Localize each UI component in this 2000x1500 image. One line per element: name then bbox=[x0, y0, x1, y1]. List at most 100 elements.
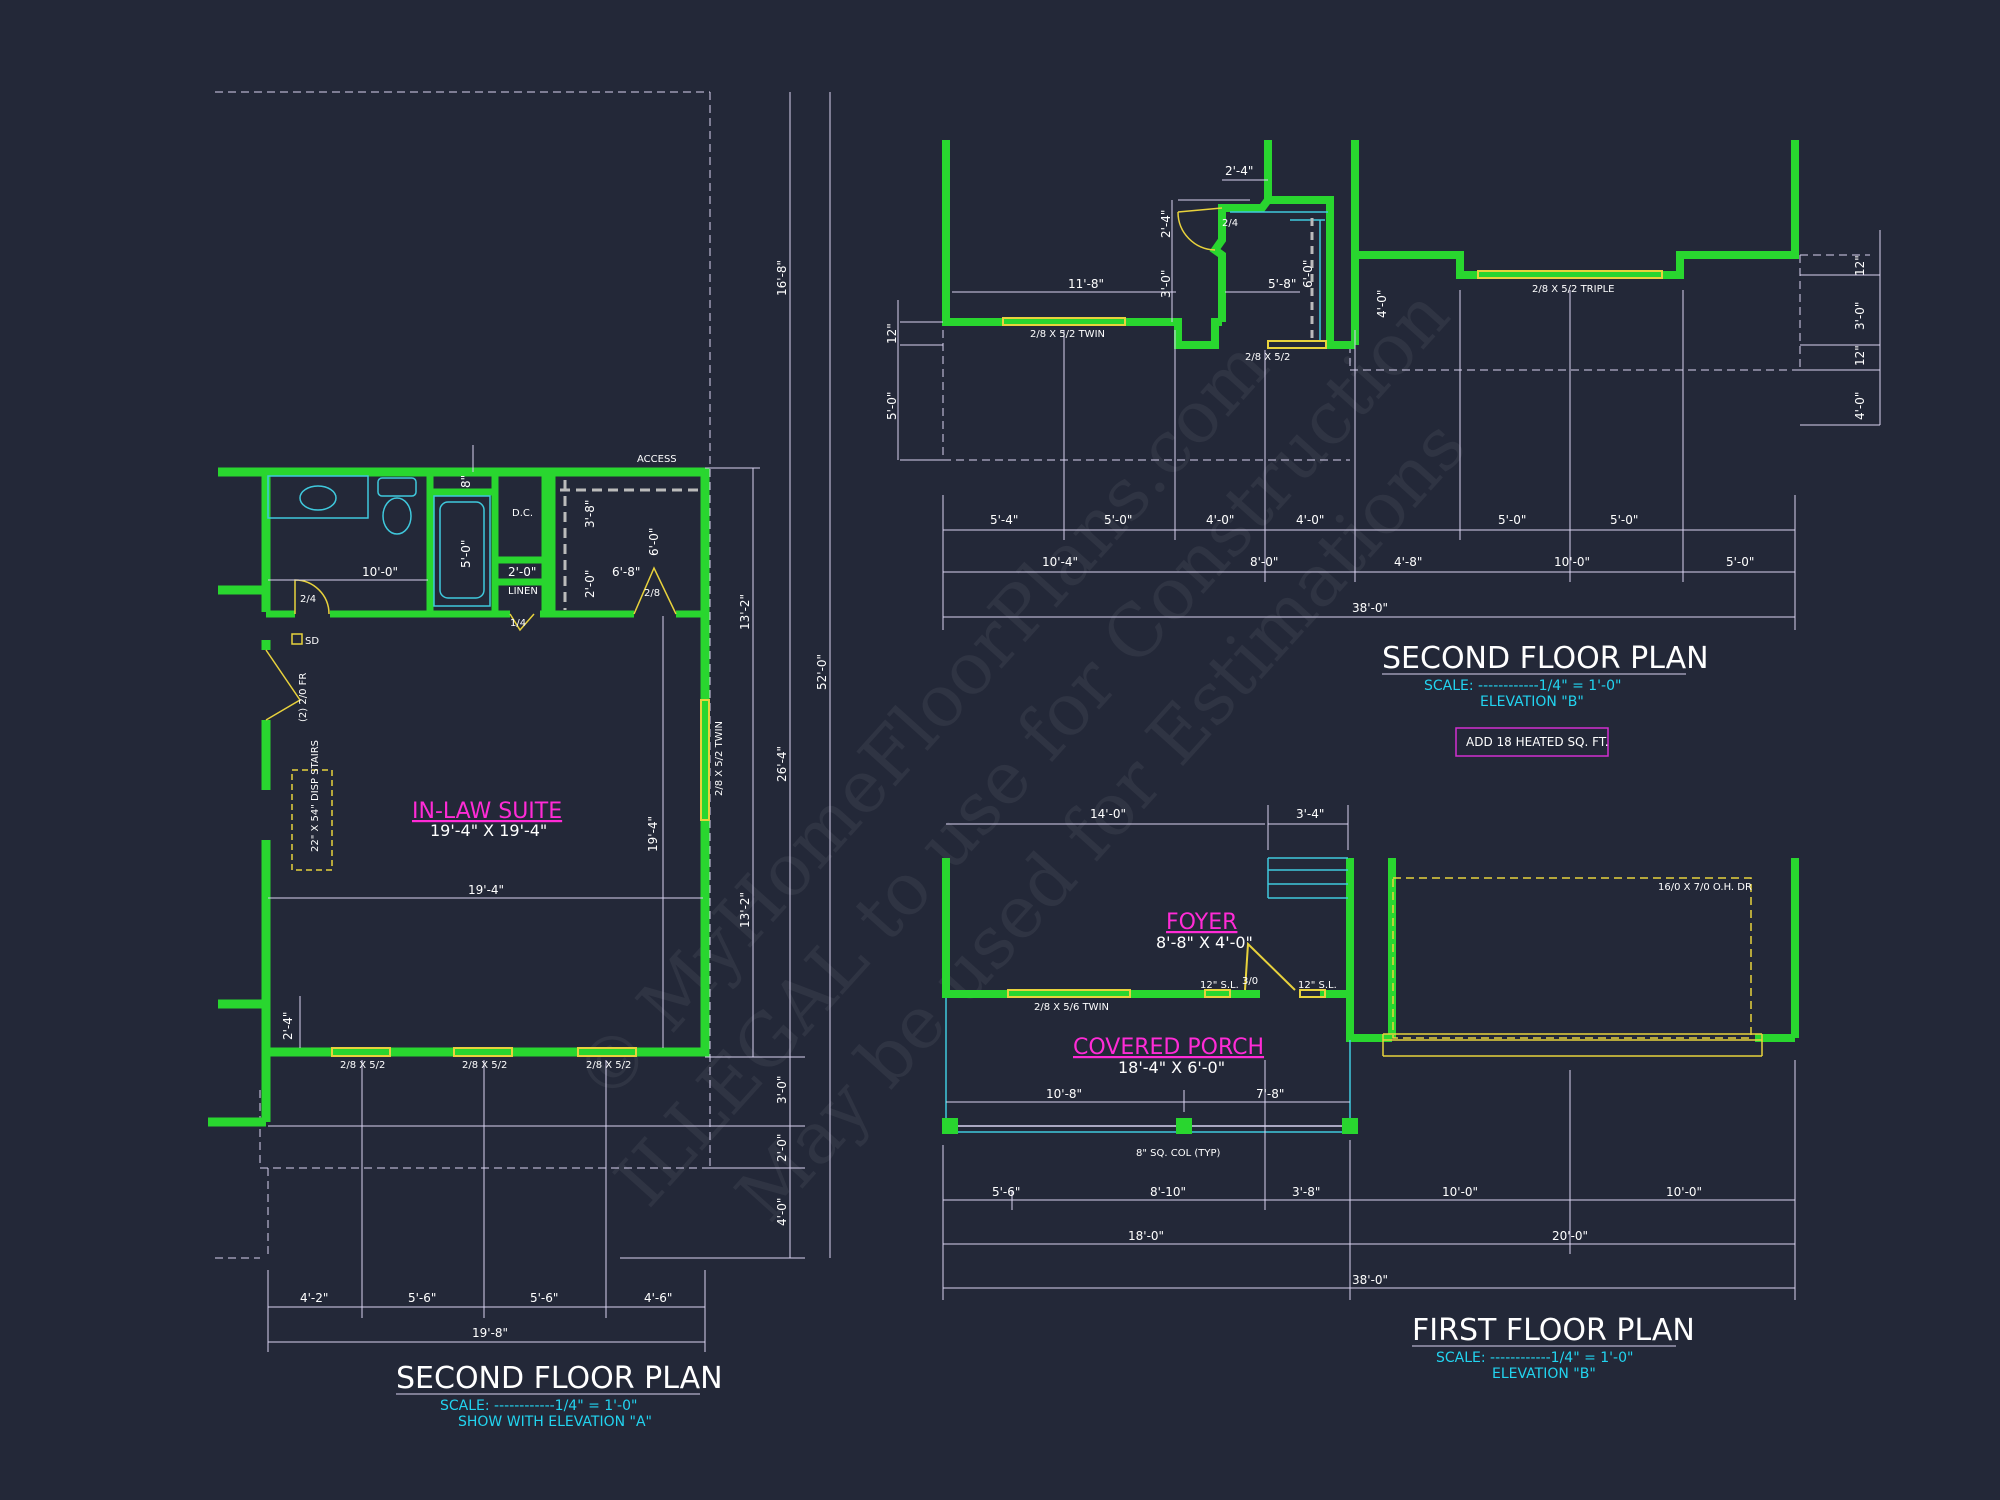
dim-label: 12" bbox=[885, 323, 899, 344]
dim-label: 2'-4" bbox=[281, 1012, 295, 1040]
dim-label: 4'-0" bbox=[1853, 392, 1867, 420]
left-plan-dim-lines bbox=[267, 92, 831, 1352]
door-2-4-label: 2/4 bbox=[1222, 218, 1238, 229]
upper-right-door bbox=[1177, 207, 1223, 251]
window bbox=[1007, 989, 1131, 998]
dim-label: 2'-0" bbox=[583, 570, 597, 598]
dim-label: 2'-0" bbox=[775, 1134, 789, 1162]
dim-label: 8'-0" bbox=[1250, 555, 1278, 569]
dim-label: 4'-2" bbox=[300, 1291, 328, 1305]
in-law-suite-label: IN-LAW SUITE bbox=[412, 799, 562, 824]
left-plan-scale: SCALE: ------------1/4" = 1'-0" bbox=[440, 1398, 637, 1414]
dim-label: 10'-0" bbox=[1666, 1185, 1702, 1199]
garage-door bbox=[1382, 877, 1763, 1057]
dim-label: 19'-4" bbox=[468, 883, 504, 897]
in-law-suite-size: 19'-4" X 19'-4" bbox=[430, 821, 547, 840]
left-plan-title: SECOND FLOOR PLAN bbox=[396, 1361, 723, 1396]
dim-label: 8'-10" bbox=[1150, 1185, 1186, 1199]
dim-label: 3'-8" bbox=[1292, 1185, 1320, 1199]
note-box-text: ADD 18 HEATED SQ. FT. bbox=[1466, 735, 1609, 749]
window-label: 2/8 X 5/2 TWIN bbox=[714, 721, 725, 796]
window-label: 2/8 X 5/2 TRIPLE bbox=[1532, 284, 1615, 295]
dim-label: 3'-8" bbox=[583, 500, 597, 528]
dim-label: 5'-8" bbox=[1268, 277, 1296, 291]
dim-label: 5'-0" bbox=[1726, 555, 1754, 569]
left-plan-windows bbox=[331, 699, 710, 1057]
dim-label: 10'-0" bbox=[1442, 1185, 1478, 1199]
lower-right-plan: FOYER 8'-8" X 4'-0" COVERED PORCH 18'-4"… bbox=[942, 805, 1799, 1382]
dim-total-label: 38'-0" bbox=[1352, 601, 1388, 615]
window bbox=[1002, 317, 1126, 326]
upper-right-dashed-outline bbox=[942, 254, 1870, 461]
door-2-8-label: 2/8 bbox=[644, 588, 660, 599]
dim-label: 3'-4" bbox=[1296, 807, 1324, 821]
entry-door-label: 3/0 bbox=[1242, 976, 1258, 987]
stairs-label: 22" X 54" DISP STAIRS bbox=[310, 740, 321, 852]
dim-label: 5'-0" bbox=[885, 392, 899, 420]
column bbox=[1176, 1118, 1192, 1134]
foyer-label: FOYER bbox=[1166, 910, 1237, 935]
dim-label: 4'-0" bbox=[1296, 513, 1324, 527]
note-box bbox=[1455, 727, 1609, 757]
dim-label: 4'-0" bbox=[775, 1198, 789, 1226]
window-label: 2/8 X 5/2 bbox=[462, 1060, 507, 1071]
upper-right-bath bbox=[1230, 211, 1328, 340]
lower-right-windows bbox=[1007, 941, 1326, 998]
dim-label: 6'-8" bbox=[612, 565, 640, 579]
dim-label: 20'-0" bbox=[1552, 1229, 1588, 1243]
dim-total-label: 38'-0" bbox=[1352, 1273, 1388, 1287]
dim-label: 26'-4" bbox=[775, 746, 789, 782]
disappearing-stairs bbox=[291, 769, 333, 871]
lower-right-scale: SCALE: ------------1/4" = 1'-0" bbox=[1436, 1350, 1633, 1366]
covered-porch-size: 18'-4" X 6'-0" bbox=[1118, 1058, 1225, 1077]
covered-porch-label: COVERED PORCH bbox=[1073, 1035, 1264, 1060]
sink-icon bbox=[299, 485, 337, 511]
lower-right-title: FIRST FLOOR PLAN bbox=[1412, 1313, 1695, 1348]
dim-label: 5'-6" bbox=[530, 1291, 558, 1305]
left-plan-closet-rod bbox=[560, 480, 700, 610]
dc-label: D.C. bbox=[512, 508, 533, 519]
dim-label: 10'-4" bbox=[1042, 555, 1078, 569]
porch-columns bbox=[942, 1118, 1358, 1134]
left-plan: ACCESS D.C. LINEN SD 2/4 1/4 2/8 (2) 2/0… bbox=[208, 91, 831, 1430]
dim-label: 16'-8" bbox=[775, 260, 789, 296]
bifold-door-icon bbox=[265, 649, 302, 721]
dim-label: 5'-6" bbox=[408, 1291, 436, 1305]
column-note: 8" SQ. COL (TYP) bbox=[1136, 1148, 1220, 1159]
left-plan-bath-fixtures bbox=[267, 475, 491, 607]
dim-label: 52'-0" bbox=[815, 654, 829, 690]
door-1-4-label: 1/4 bbox=[510, 618, 526, 629]
sidelight bbox=[1204, 989, 1231, 998]
linen-label: LINEN bbox=[508, 586, 538, 597]
window-label: 2/8 X 5/6 TWIN bbox=[1034, 1002, 1109, 1013]
window-label: 2/8 X 5/2 bbox=[1245, 352, 1290, 363]
dim-label: 13'-2" bbox=[738, 892, 752, 928]
lower-right-stoop bbox=[1267, 857, 1348, 899]
lower-right-dim-lines bbox=[942, 805, 1796, 1300]
toilet-icon bbox=[382, 497, 412, 535]
window-label: 2/8 X 5/2 TWIN bbox=[1030, 329, 1105, 340]
dim-label: 3'-0" bbox=[1159, 270, 1173, 298]
dim-label: 5'-0" bbox=[1104, 513, 1132, 527]
column bbox=[1342, 1118, 1358, 1134]
window bbox=[1477, 270, 1663, 279]
garage-outline bbox=[1392, 877, 1752, 1039]
fr-door-label: (2) 2/0 FR bbox=[298, 673, 309, 722]
upper-right-windows bbox=[1002, 270, 1663, 349]
dim-label: 8" bbox=[459, 475, 473, 488]
left-plan-interior-walls bbox=[266, 472, 705, 618]
watermark-line-2: ILLEGAL to use for Construction bbox=[599, 273, 1465, 1222]
smoke-detector-icon bbox=[291, 633, 303, 645]
sd-label: SD bbox=[305, 636, 319, 647]
dim-label: 10'-0" bbox=[1554, 555, 1590, 569]
dim-label: 2'-0" bbox=[508, 565, 536, 579]
dim-label: 19'-4" bbox=[646, 816, 660, 852]
upper-right-plan: 2/4 2/8 X 5/2 TWIN 2/8 X 5/2 2/8 X 5/2 T… bbox=[885, 140, 1881, 757]
door-2-4-label: 2/4 bbox=[300, 594, 316, 605]
upper-right-title: SECOND FLOOR PLAN bbox=[1382, 641, 1709, 676]
window bbox=[577, 1047, 637, 1057]
lower-right-subtitle: ELEVATION "B" bbox=[1492, 1366, 1596, 1382]
dim-label: 12" bbox=[1853, 255, 1867, 276]
window-label: 2/8 X 5/2 bbox=[340, 1060, 385, 1071]
tub-icon bbox=[433, 495, 491, 607]
